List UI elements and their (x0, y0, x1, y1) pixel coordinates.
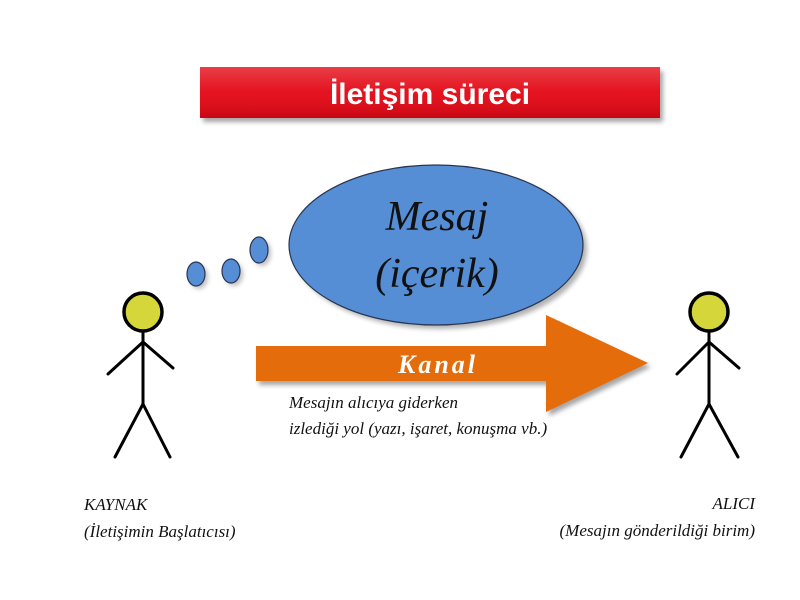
title-banner: İletişim süreci (200, 67, 663, 122)
message-content-label: (içerik) (375, 251, 499, 297)
channel-description-line: izlediği yol (yazı, işaret, konuşma vb.) (289, 419, 547, 438)
person-head (688, 291, 730, 333)
person-left-arm (106, 340, 145, 376)
message-bubble: Mesaj (içerik) (288, 164, 587, 329)
source-person-icon (106, 291, 175, 459)
person-left-leg (113, 402, 145, 459)
person-left-arm (675, 340, 711, 376)
receiver-description: (Mesajın gönderildiği birim) (560, 521, 756, 540)
person-right-leg (707, 402, 740, 459)
source-description: (İletişimin Başlatıcısı) (84, 522, 236, 541)
source-caption: KAYNAK (İletişimin Başlatıcısı) (83, 495, 236, 541)
person-head (122, 291, 164, 333)
channel-arrow-shape (256, 315, 648, 412)
source-label: KAYNAK (83, 495, 149, 514)
receiver-person-icon (675, 291, 741, 459)
receiver-label: ALICI (712, 494, 757, 513)
channel-description: Mesajın alıcıya giderken izlediği yol (y… (288, 393, 547, 438)
page-title: İletişim süreci (330, 78, 530, 111)
message-label: Mesaj (385, 194, 489, 240)
thought-dots (186, 236, 271, 289)
channel-description-line: Mesajın alıcıya giderken (288, 393, 458, 412)
person-left-leg (679, 402, 711, 459)
title-banner-gloss (200, 67, 660, 118)
thought-dot-large (249, 236, 269, 264)
receiver-caption: ALICI (Mesajın gönderildiği birim) (560, 494, 757, 540)
person-right-arm (141, 340, 175, 370)
channel-arrow: Kanal (256, 315, 651, 416)
thought-dot-small (186, 261, 206, 287)
message-bubble-shape (288, 164, 584, 326)
person-right-arm (707, 340, 741, 370)
channel-label: Kanal (397, 350, 478, 379)
person-right-leg (141, 402, 172, 459)
thought-dot-medium (221, 258, 241, 284)
